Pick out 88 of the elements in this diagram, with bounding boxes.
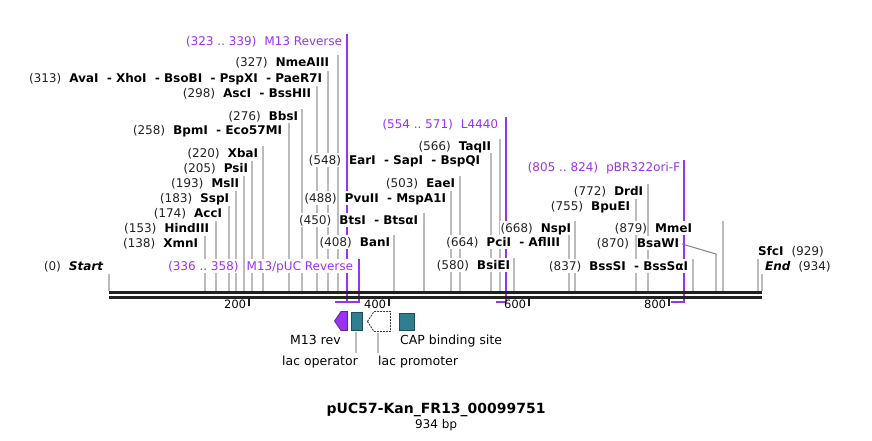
enzyme-name: TaqII [458, 139, 491, 153]
sequence-end-label: End [765, 259, 790, 273]
site-position: (837) [548, 259, 582, 273]
site-position: (220) [187, 146, 220, 160]
enzyme-name: PsiI [224, 161, 248, 175]
enzyme-name: BpmI - Eco57MI [173, 123, 282, 137]
feature-label: lac operator [282, 353, 358, 368]
enzyme-name: PciI - AflIII [486, 235, 560, 249]
primer-name: M13/pUC Reverse [246, 259, 353, 273]
enzyme-name: BpuEI [591, 199, 630, 213]
tick-label: 200 [224, 297, 246, 311]
enzyme-name: SfcI [758, 244, 784, 258]
site-position: (548) [308, 153, 341, 167]
tick-label: 400 [364, 297, 386, 311]
primer-position: (554 .. 571) [382, 117, 453, 131]
leader-line [108, 274, 110, 292]
enzyme-name: BanI [360, 235, 390, 249]
enzyme-name: HindIII [164, 221, 209, 235]
leader-line [262, 146, 264, 292]
site-position: (879) [614, 221, 647, 235]
enzyme-name: PvuII - MspA1I [344, 191, 446, 205]
site-position: (174) [154, 206, 186, 220]
leader-line [722, 220, 724, 292]
sequence-line [109, 291, 762, 299]
enzyme-name: AscI - BssHII [223, 86, 311, 100]
site-position: (205) [183, 161, 216, 175]
primer-name: pBR322ori-F [606, 160, 680, 174]
site-position: (298) [182, 86, 216, 100]
enzyme-name: AccI [194, 206, 222, 220]
enzyme-name: AvaI - XhoI - BsoBI - PspXI - PaeR7I [69, 71, 322, 85]
primer-position: (805 .. 824) [528, 160, 598, 174]
primer-position: (336 .. 358) [168, 259, 238, 273]
feature-symbol [367, 311, 391, 332]
enzyme-name: NmeAIII [276, 55, 329, 69]
site-position: (183) [160, 191, 192, 205]
enzyme-name: NspI [540, 221, 571, 235]
site-position: (503) [386, 176, 418, 190]
site-position: (934) [798, 259, 831, 273]
site-position: (0) [44, 259, 61, 273]
enzyme-name: EaeI [426, 176, 455, 190]
site-position: (258) [132, 123, 166, 137]
feature-box [351, 312, 363, 331]
site-position: (313) [28, 71, 62, 85]
enzyme-name: BsaWI [636, 236, 679, 250]
feature-label: lac promoter [378, 353, 458, 368]
site-position: (408) [319, 235, 352, 249]
site-position: (327) [235, 55, 268, 69]
site-position: (488) [304, 191, 337, 205]
feature-box [399, 313, 415, 331]
site-position: (772) [574, 184, 606, 198]
site-position: (929) [791, 244, 824, 258]
feature-label: CAP binding site [400, 332, 502, 347]
site-position: (276) [228, 109, 261, 123]
sequence-end-label: Start [68, 259, 103, 273]
site-position: (668) [500, 221, 533, 235]
enzyme-name: XmnI [163, 236, 198, 250]
enzyme-name: MslI [211, 176, 239, 190]
enzyme-name: BtsI - BtsαI [339, 213, 418, 227]
enzyme-name: BbsI [268, 109, 298, 123]
primer-name: M13 Reverse [264, 34, 342, 48]
tick-label: 600 [504, 297, 526, 311]
tick-label: 800 [644, 297, 666, 311]
enzyme-name: MmeI [654, 221, 692, 235]
enzyme-name: XbaI [228, 146, 258, 160]
site-position: (138) [122, 236, 156, 250]
leader-line [692, 258, 694, 292]
enzyme-name: BsiEI [476, 258, 510, 272]
leader-line [682, 244, 716, 292]
leader-line [288, 122, 290, 292]
map-title: pUC57-Kan_FR13_00099751 [326, 401, 546, 417]
site-position: (193) [171, 176, 204, 190]
site-position: (664) [446, 235, 478, 249]
site-position: (870) [596, 236, 629, 250]
site-position: (755) [550, 199, 584, 213]
leader-line [345, 259, 360, 303]
site-position: (153) [124, 221, 156, 235]
primer-name: L4440 [460, 117, 498, 131]
enzyme-name: BssSI - BssSαI [589, 259, 688, 273]
enzyme-name: SspI [200, 191, 229, 205]
site-position: (580) [436, 258, 469, 272]
feature-label: M13 rev [290, 332, 341, 347]
primer-position: (323 .. 339) [186, 34, 256, 48]
enzyme-name: DrdI [614, 184, 643, 198]
site-position: (566) [418, 139, 451, 153]
sequence-length: 934 bp [414, 417, 458, 431]
site-position: (450) [298, 213, 332, 227]
enzyme-name: EarI - SapI - BspQI [348, 153, 480, 167]
feature-symbol [334, 311, 348, 331]
